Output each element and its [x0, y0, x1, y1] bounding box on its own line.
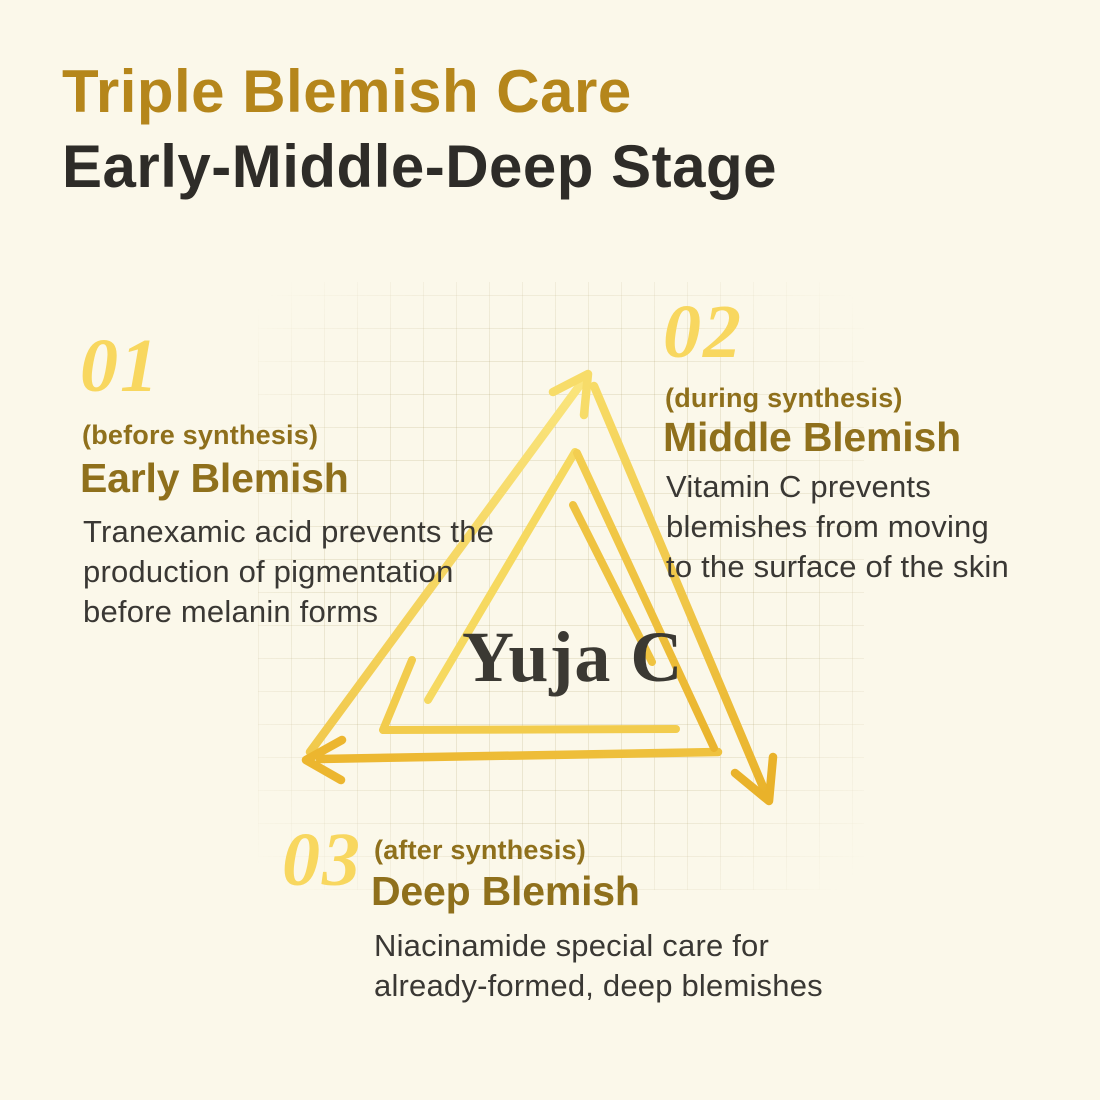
triangle-center-label: Yuja C	[462, 617, 684, 697]
stage-2-description: Vitamin C prevents blemishes from moving…	[666, 469, 1009, 584]
cycle-arrow-left-head	[301, 735, 347, 785]
stage-1-phase-label: (before synthesis)	[82, 420, 319, 450]
stage-2-title: Middle Blemish	[663, 414, 961, 460]
stage-3-title: Deep Blemish	[371, 868, 640, 914]
cycle-arrow-down-shaft	[589, 381, 771, 799]
stage-2-phase-label: (during synthesis)	[665, 383, 903, 413]
cycle-arrow-up-head	[548, 369, 593, 420]
inner-triangle-left-edge	[424, 448, 579, 704]
inner-accent-stroke	[569, 501, 656, 666]
stage-3-number: 03	[282, 818, 362, 902]
stage-1-description: Tranexamic acid prevents the production …	[83, 514, 495, 629]
stage-3-description: Niacinamide special care for already-for…	[374, 928, 823, 1003]
cycle-arrow-down-head	[730, 752, 778, 806]
stage-3-phase-label: (after synthesis)	[374, 835, 586, 865]
page-title: Triple Blemish Care	[62, 58, 632, 125]
stage-1-title: Early Blemish	[80, 455, 349, 501]
cycle-arrow-up-shaft	[305, 376, 588, 757]
inner-triangle-corner-stroke	[379, 656, 680, 734]
page-subtitle: Early-Middle-Deep Stage	[62, 133, 778, 200]
cycle-arrow-left-shaft	[315, 747, 723, 764]
stage-2-number: 02	[663, 290, 743, 374]
inner-triangle-right-edge	[573, 449, 718, 752]
stage-1-number: 01	[80, 324, 160, 408]
